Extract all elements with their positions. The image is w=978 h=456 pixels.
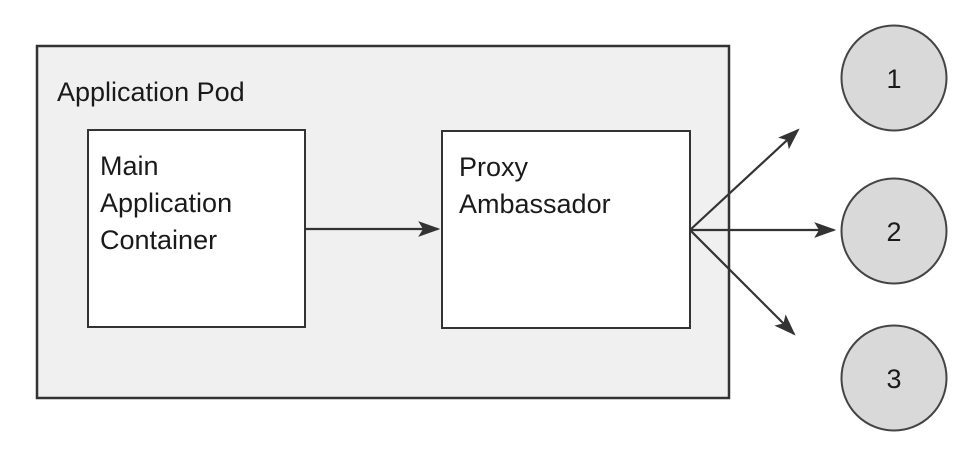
service-circle-3-label: 3 (886, 364, 901, 394)
proxy-ambassador-label-line-2: Ambassador (459, 189, 611, 219)
proxy-ambassador-rect (441, 130, 691, 329)
service-circle-1-label: 1 (886, 64, 901, 94)
service-node-1[interactable]: 1 (840, 24, 948, 132)
service-node-2[interactable]: 2 (840, 177, 948, 285)
main-application-container-label-line-3: Container (100, 225, 217, 255)
service-circle-2-label: 2 (886, 217, 901, 247)
service-circle-3 (840, 324, 948, 432)
arrow-proxy-to-service-1 (689, 128, 800, 231)
main-application-container-label-line-1: Main (100, 151, 159, 181)
arrow-proxy-to-service-3 (689, 229, 796, 336)
service-circle-1 (840, 24, 948, 132)
main-application-container-rect (87, 129, 306, 328)
proxy-ambassador-label-line-1: Proxy (459, 152, 529, 182)
application-pod-label: Application Pod (57, 77, 245, 107)
service-node-3[interactable]: 3 (840, 324, 948, 432)
main-application-container-label-line-2: Application (100, 188, 232, 218)
main-application-container[interactable]: Main Application Container (87, 129, 306, 328)
service-circle-2 (840, 177, 948, 285)
proxy-ambassador-container[interactable]: Proxy Ambassador (441, 130, 691, 329)
